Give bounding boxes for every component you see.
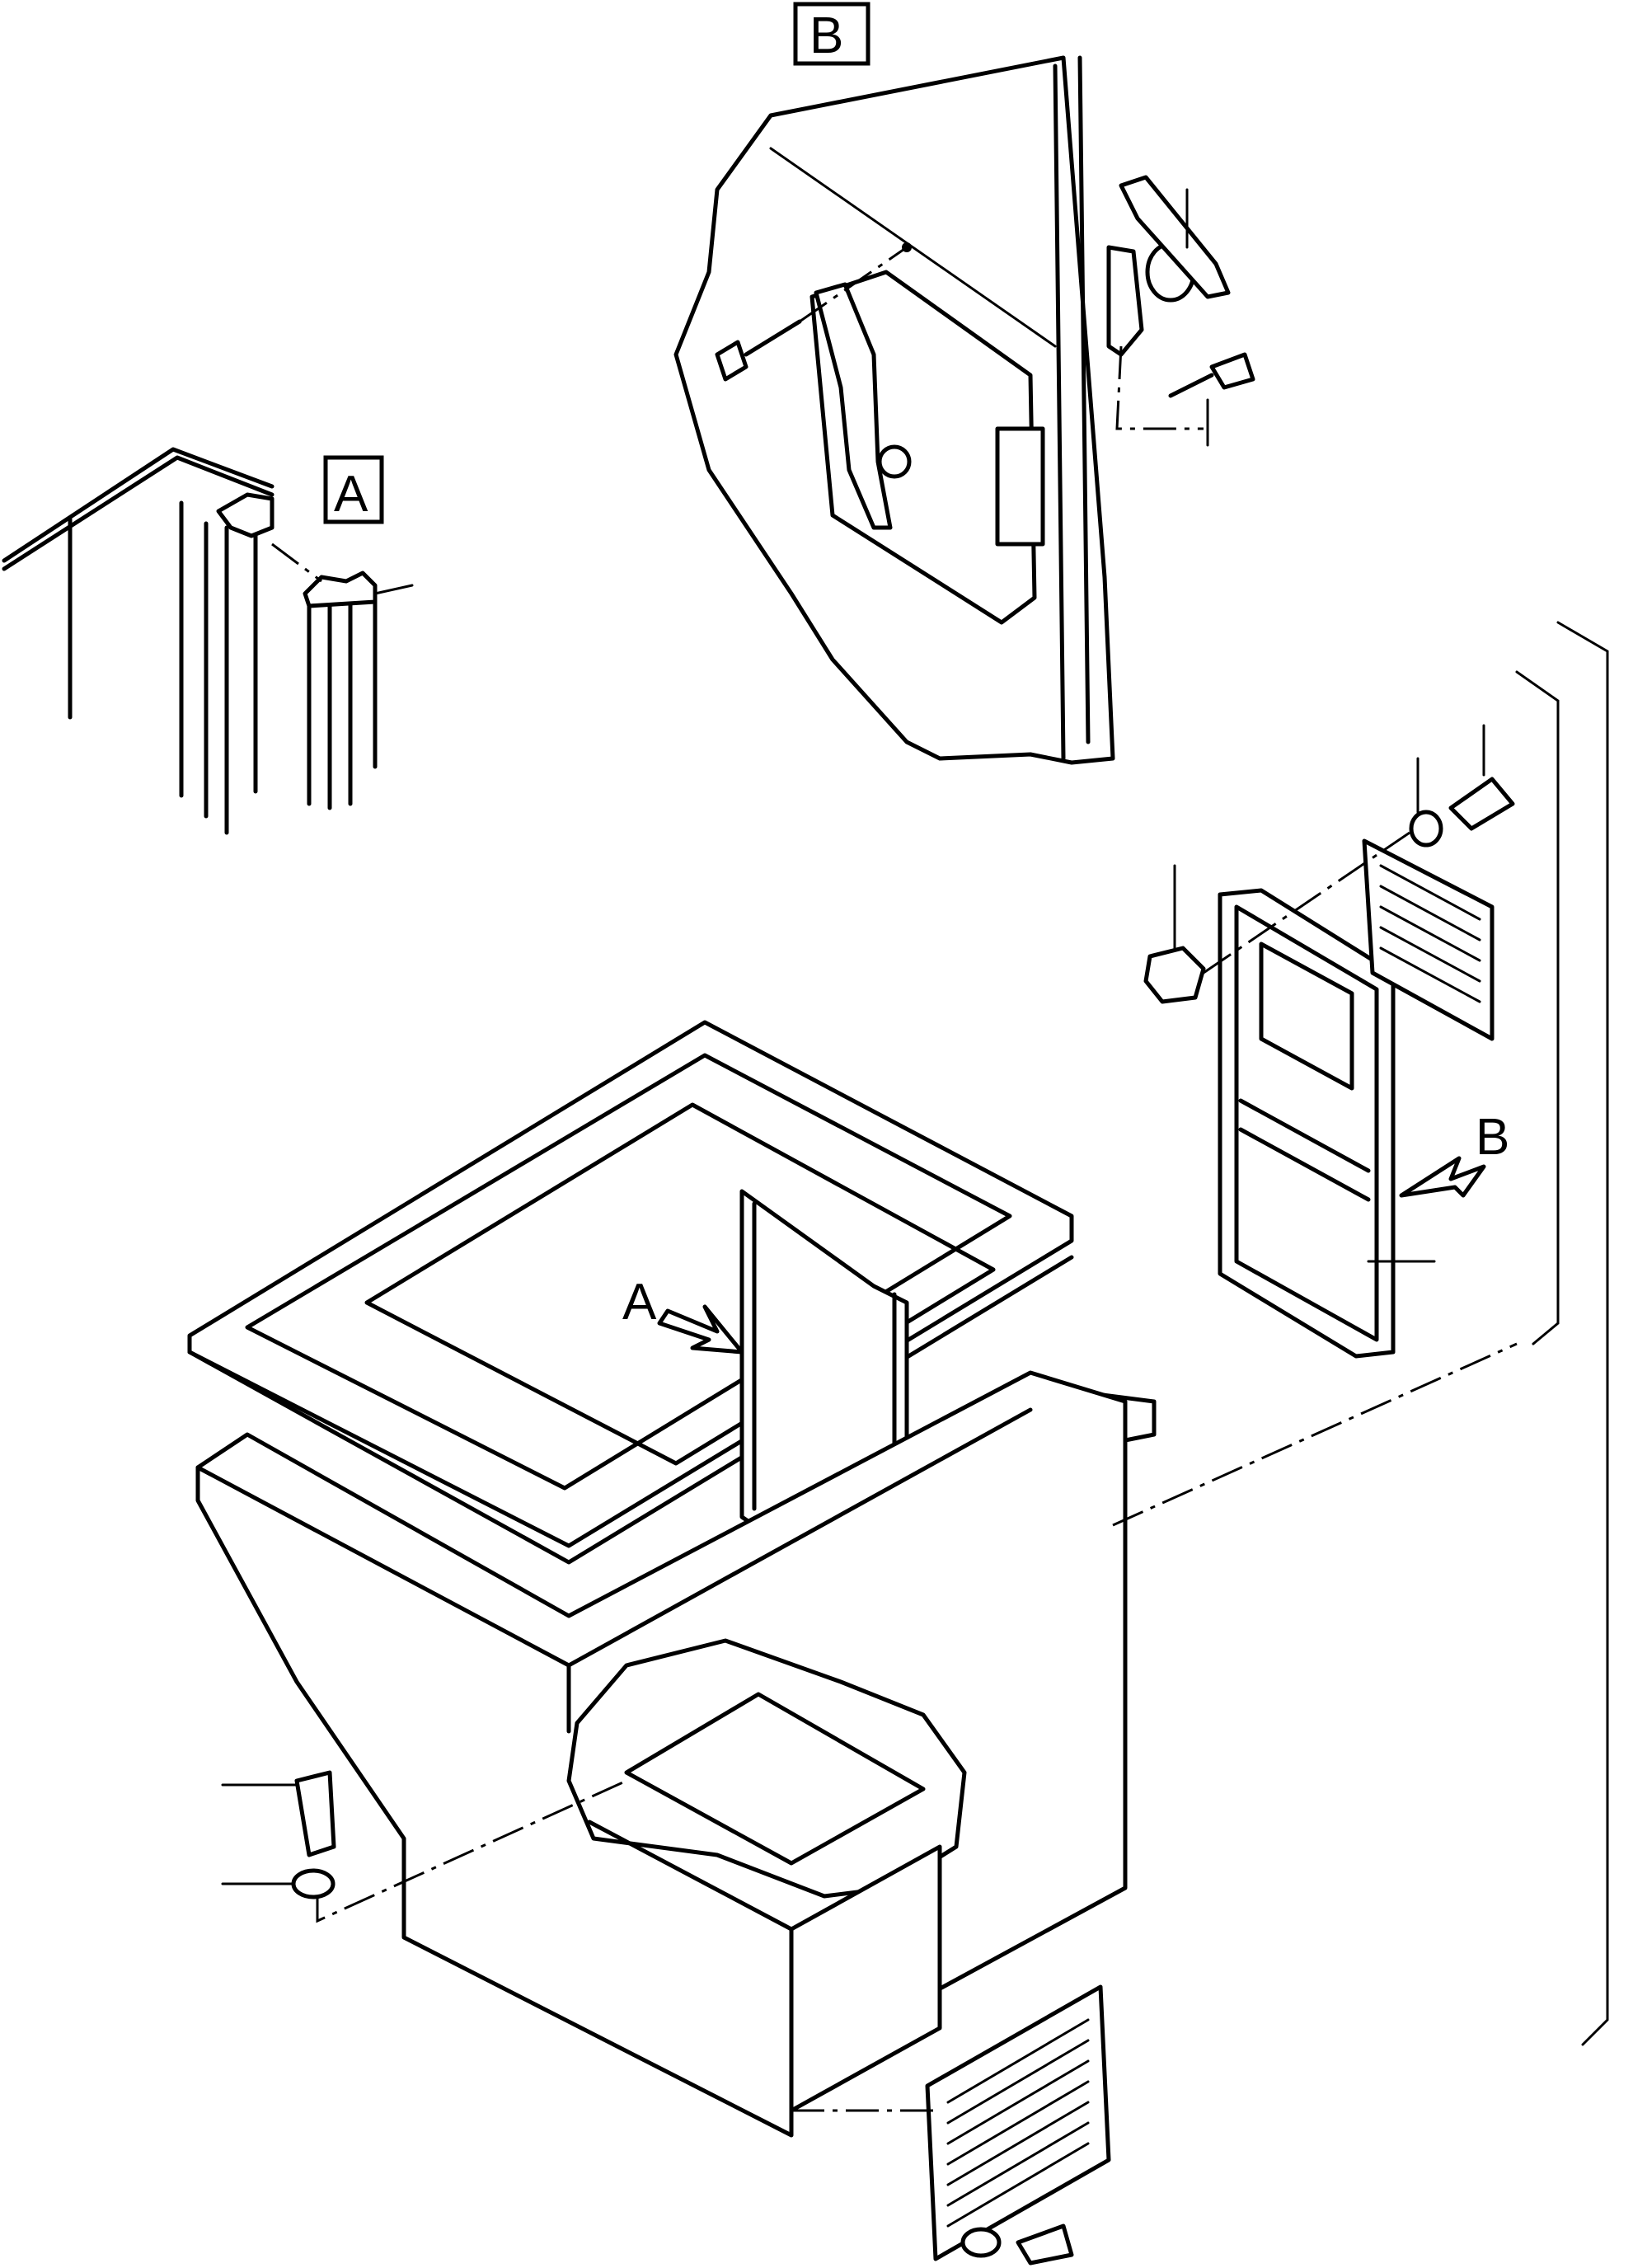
- detail-a-label-box: [323, 455, 384, 524]
- access-door-panel: [1218, 888, 1396, 1359]
- wing-screw-head-left: [715, 340, 748, 382]
- escutcheon-plate: [1106, 245, 1144, 357]
- detail-b-door-edge: [1053, 63, 1066, 761]
- wing-screw-shank-right: [1168, 373, 1214, 398]
- door-centerline: [1112, 1342, 1518, 1527]
- detail-b-view: B: [673, 2, 1255, 765]
- seal-strip-top: [303, 571, 378, 608]
- lower-body-edge: [587, 1820, 794, 1932]
- lower-access-panel: [789, 1844, 942, 2113]
- inner-gasket-frame: [364, 1102, 996, 1466]
- t-handle-grip: [1119, 175, 1231, 299]
- upper-washer: [1409, 810, 1443, 848]
- detail-b-door-edge-2: [1077, 55, 1091, 744]
- top-flange-opening: [245, 1053, 1012, 1491]
- bottom-bolt: [1016, 2223, 1074, 2266]
- detail-a-view: A: [2, 447, 414, 835]
- detail-b-label-box: [793, 2, 870, 66]
- outer-group-bracket: [1556, 621, 1609, 2046]
- detail-b-panel-outline: [673, 55, 1115, 765]
- callout-arrow-a: [657, 1304, 744, 1355]
- detail-b-label: B: [809, 7, 843, 64]
- upper-fastener-centerline: [1203, 831, 1410, 974]
- bottom-louver-slats: [946, 2018, 1090, 2228]
- right-exploded-panels: [1143, 724, 1515, 1359]
- internal-cover-plate: [624, 1692, 926, 1866]
- left-fastener-centerline: [316, 1779, 627, 1923]
- upper-group-bracket: [1515, 670, 1560, 1345]
- callout-arrow-a-label: A: [622, 1274, 657, 1331]
- hex-nut: [1143, 946, 1206, 1004]
- access-door-inner-edge: [1234, 904, 1379, 1342]
- callout-arrow-a-group: A: [622, 1274, 744, 1355]
- main-enclosure: [187, 1020, 1157, 2266]
- upper-bolt: [1448, 777, 1515, 831]
- left-bolt: [294, 1770, 336, 1857]
- callout-arrow-b: [1399, 1156, 1486, 1198]
- panel-top-edge: [2, 447, 275, 563]
- upper-louver-slats: [1379, 864, 1481, 1003]
- latch-spindle: [877, 444, 912, 479]
- door-window: [1259, 941, 1354, 1091]
- left-washer: [291, 1868, 336, 1899]
- bottom-washer: [960, 2227, 1002, 2258]
- seal-leader-line: [373, 584, 414, 595]
- latch-lever-handle: [814, 282, 893, 530]
- door-divider-2: [1238, 1127, 1371, 1202]
- latch-hinge-barrel: [995, 426, 1045, 547]
- panel-corner-cap: [216, 492, 275, 538]
- callout-arrow-b-label: B: [1476, 1109, 1509, 1166]
- seal-alignment-line: [271, 542, 322, 583]
- detail-b-panel-crease: [769, 147, 1057, 348]
- callout-arrow-b-group: B: [1399, 1109, 1509, 1198]
- wing-screw-centerline-left: [799, 246, 908, 323]
- panel-top-edge-inner: [2, 455, 275, 571]
- escutcheon-centerline: [1115, 345, 1204, 430]
- wing-screw-shank-left: [744, 319, 802, 357]
- screw-hole: [902, 242, 912, 252]
- door-divider: [1238, 1098, 1371, 1173]
- upper-louver-grille: [1362, 838, 1495, 1041]
- wing-screw-head-right: [1209, 352, 1255, 390]
- detail-a-label: A: [334, 466, 368, 523]
